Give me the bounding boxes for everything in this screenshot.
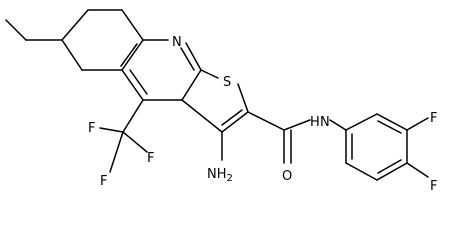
nitrogen-ring-label: N [172, 35, 182, 50]
bond-cf3-f3 [109, 131, 124, 173]
carbonyl-oxygen-label: O [282, 169, 292, 184]
bond-thio-d [181, 99, 223, 133]
bond-ph-a [345, 113, 378, 131]
bond-ph-b [376, 113, 408, 131]
bond-pyr-c2 [180, 47, 195, 71]
amino-subscript: 2 [227, 173, 233, 184]
fluorine-cf3-3-label: F [100, 174, 107, 189]
bond-ring1-c [121, 9, 144, 41]
fluorine-aryl-2-label: F [430, 179, 437, 194]
bond-f2 [406, 162, 429, 178]
bond-thio-a [200, 69, 219, 79]
bond-pyr-a [121, 39, 144, 71]
bond-thio-b [237, 83, 249, 113]
bond-ring1-d [61, 39, 83, 71]
bond-pyr-f2 [129, 69, 148, 95]
bond-ph-d [376, 162, 408, 181]
bond-ph-b2 [377, 120, 402, 134]
bond-ethyl-1 [5, 19, 27, 41]
bond-f1 [406, 117, 429, 131]
bond-pyr-c [185, 42, 202, 71]
bond-pyr-d [181, 69, 202, 101]
amide-h-label: H [310, 115, 320, 130]
fluorine-aryl-1-label: F [430, 111, 437, 126]
bond-ring1-a [61, 9, 89, 41]
bond-thio-c [221, 111, 249, 133]
bond-pyr-a2 [120, 43, 138, 67]
bond-n-aryl [329, 119, 347, 131]
bond-ph-e [345, 162, 378, 181]
structure-diagram: N S F F F NH2 H N O F F [5, 9, 437, 194]
molecule-drawing: N S F F F NH2 H N O F F [5, 9, 437, 194]
bond-amide-c [247, 111, 285, 131]
bond-pyr-f [121, 69, 144, 101]
bond-amide-n [283, 119, 311, 131]
bond-cf3-f2 [122, 131, 148, 153]
amide-n-label: N [320, 115, 330, 130]
bond-thio-c2 [221, 109, 243, 126]
bond-ph-d2 [377, 159, 402, 174]
bond-cf3-f1 [99, 127, 124, 133]
sulfur-label: S [223, 75, 231, 90]
amino-nh: NH [207, 167, 227, 182]
amino-label: NH2 [207, 167, 233, 184]
fluorine-cf3-1-label: F [88, 121, 95, 136]
fluorine-cf3-2-label: F [147, 151, 154, 166]
bond-cf3 [122, 99, 144, 133]
